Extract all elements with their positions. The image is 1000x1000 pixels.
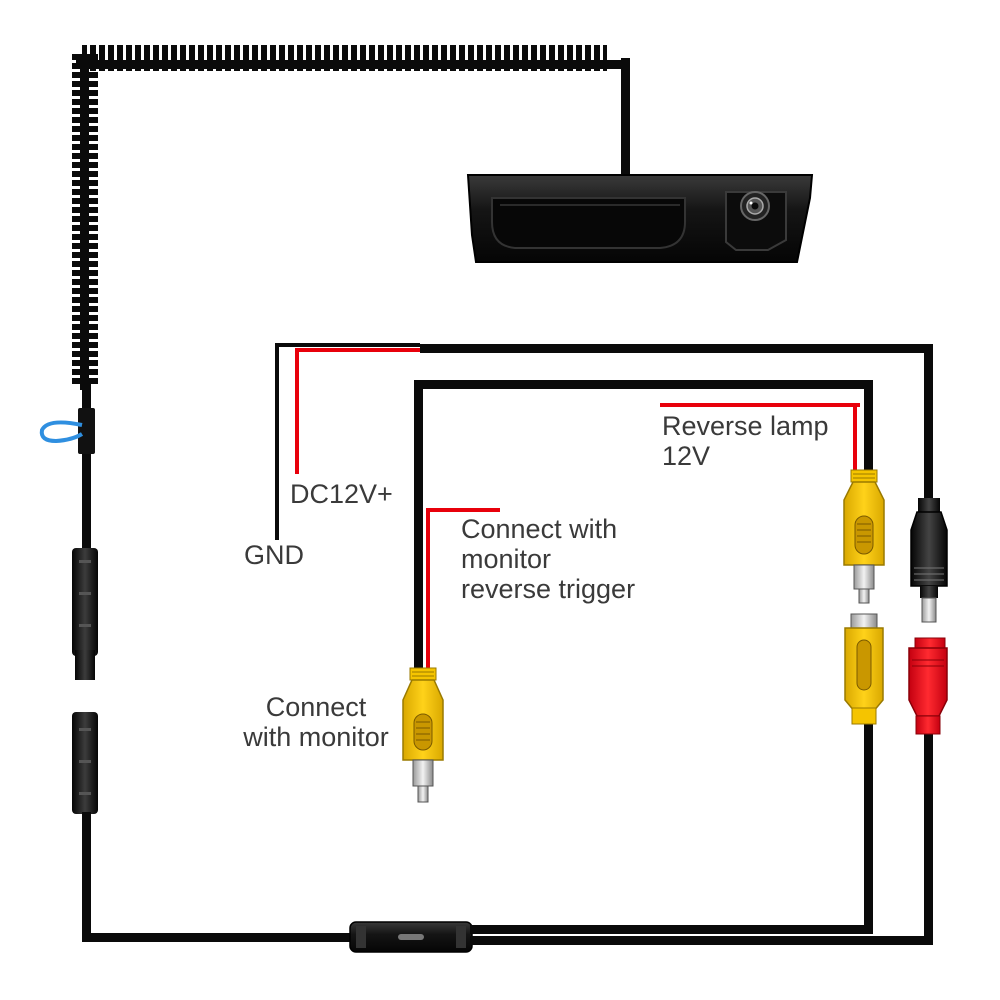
trunk-handle-camera bbox=[466, 174, 814, 263]
reverse-trigger-label-line3: reverse trigger bbox=[461, 574, 636, 604]
reverse-lamp-label-line2: 12V bbox=[662, 441, 711, 471]
dc-plug-male bbox=[910, 498, 948, 623]
reverse-trigger-label-line1: Connect with bbox=[461, 514, 618, 544]
rca-jack-female bbox=[844, 613, 884, 725]
connect-monitor-label-line1: Connect bbox=[265, 692, 367, 722]
connect-monitor-label-line2: with monitor bbox=[243, 722, 389, 752]
dc12v-label: DC12V+ bbox=[290, 479, 393, 509]
rca-plug-reverse bbox=[843, 469, 885, 604]
rca-plug-monitor bbox=[402, 667, 444, 803]
right-wires bbox=[414, 344, 933, 945]
reverse-trigger-label: Connect with monitor reverse trigger bbox=[461, 514, 635, 604]
reverse-lamp-label: Reverse lamp 12V bbox=[662, 411, 829, 471]
reverse-trigger-label-line2: monitor bbox=[461, 544, 552, 574]
dc-jack-female bbox=[908, 637, 948, 735]
reverse-lamp-label-line1: Reverse lamp bbox=[662, 411, 829, 441]
connect-monitor-label: Connect with monitor bbox=[230, 692, 402, 752]
lead-wires bbox=[275, 343, 860, 672]
bottom-harness bbox=[82, 921, 932, 953]
coiled-cable bbox=[72, 45, 630, 390]
camera-extension-cable bbox=[39, 384, 98, 942]
gnd-label: GND bbox=[244, 540, 304, 570]
